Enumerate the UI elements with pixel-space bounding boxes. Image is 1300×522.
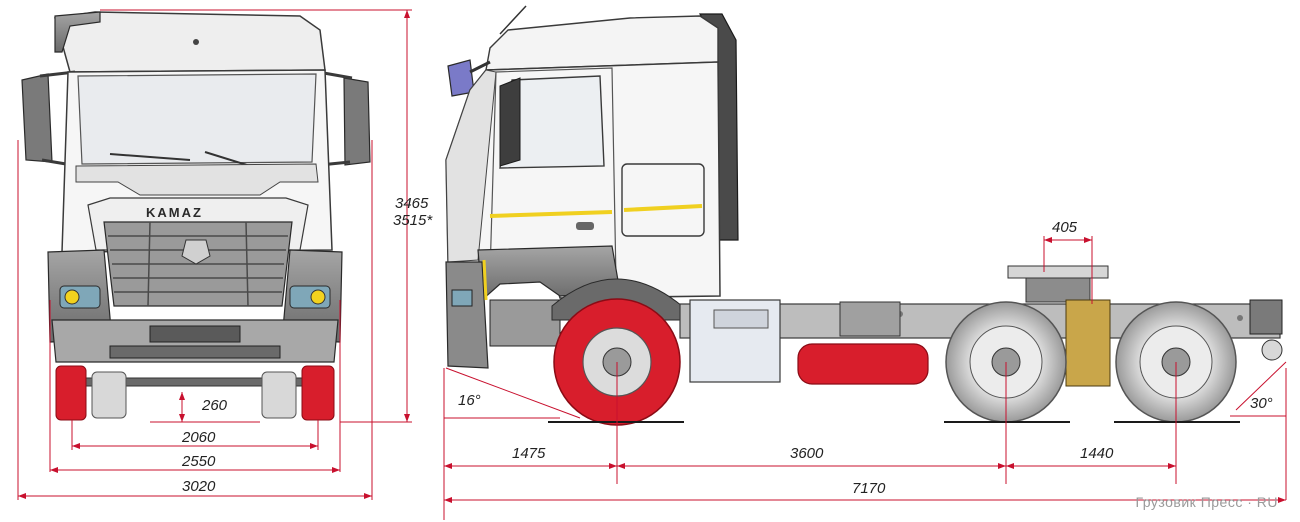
front-wheel-right-inner [261,371,297,419]
fog-light-right [310,289,326,305]
rear-mudguard [1249,299,1283,335]
dim-approach-angle: 16° [458,392,481,409]
cab-step [489,299,561,347]
front-lamp-side [451,289,473,307]
wiper-left [109,153,191,161]
fog-light-left [64,289,80,305]
fuel-tank [797,343,929,385]
grille-logo-icon [181,239,211,265]
front-wheel-left-outer [55,365,87,421]
dim-overall-width: 3020 [182,478,216,495]
dim-height: 3465 [395,195,429,212]
dim-track-width: 2550 [182,453,216,470]
dim-front-overhang: 1475 [512,445,546,462]
front-bumper-side [445,261,489,369]
rear-suspension [1065,299,1111,387]
dim-ground-clearance: 260 [202,397,228,414]
front-dimension-arrows [18,10,410,499]
door-handle [576,222,594,230]
front-wheel-right-outer [301,365,335,421]
dim-departure-angle: 30° [1250,395,1273,412]
side-mirror-arm [469,60,491,74]
mirror-right [343,77,371,166]
dim-overall-length: 7170 [852,480,886,497]
stripe-door [489,210,613,218]
bumper-step [149,325,241,343]
dim-wheelbase: 3600 [790,445,824,462]
dim-height-alt: 3515* [393,212,433,229]
front-wheel-left-inner [91,371,127,419]
front-side-yellow [482,259,488,301]
dim-track-front: 2060 [182,429,216,446]
cab-antenna [499,5,527,35]
front-view [17,9,412,500]
roof-fairing [485,15,719,71]
side-dimension-lines [443,236,1287,520]
sleeper-window [621,163,705,237]
fifth-wheel-mount [1025,277,1091,303]
cab-brow [75,163,319,196]
roof-horn-left [54,11,101,53]
roof-antenna-icon [193,39,199,45]
rear-light [1261,339,1283,361]
dim-fifth-wheel-offset: 405 [1052,219,1078,236]
side-view [443,5,1287,520]
mirror-left [21,73,53,163]
stripe-sleeper [623,204,703,212]
battery-box-lid [713,309,769,329]
front-dimension-lines [17,9,412,500]
cab-front-edge [445,69,497,263]
dim-rear-axle-spacing: 1440 [1080,445,1114,462]
bumper-lower-grille [109,345,281,359]
windshield [77,73,317,165]
side-dimension-arrows [444,237,1286,503]
fifth-wheel-plate [1007,265,1109,279]
watermark: Грузовик Пресс · RU [1135,494,1278,510]
brand-logo-text: KAMAZ [146,205,203,220]
chassis-component [839,301,901,337]
door-window-pillar [499,77,521,167]
